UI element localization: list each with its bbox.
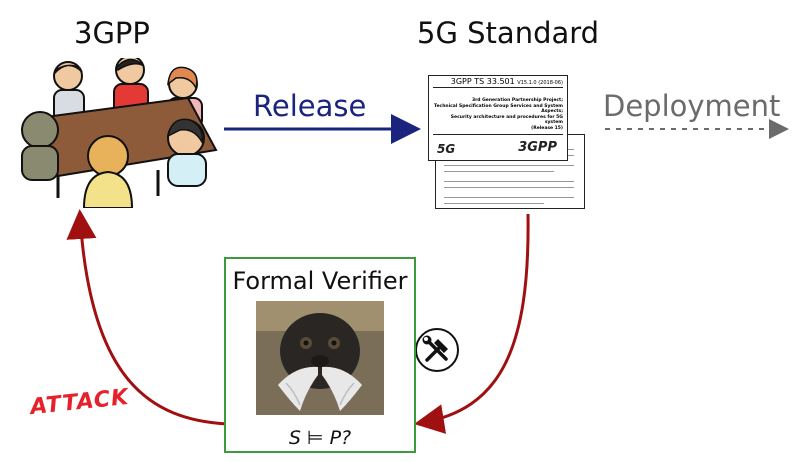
logo-5g: 5G — [437, 142, 456, 156]
spec-id: 3GPP TS 33.501 — [450, 77, 515, 86]
verifier-title: Formal Verifier — [232, 267, 408, 295]
people-meeting-icon — [21, 58, 218, 208]
spec-org: 3rd Generation Partnership Project; — [471, 98, 563, 103]
deployment-label: Deployment — [603, 89, 781, 123]
verification-formula: S ⊨ P? — [288, 427, 352, 449]
spec-title-line2: Security architecture and procedures for… — [450, 114, 563, 126]
group-title: 3GPP — [74, 16, 150, 50]
tools-icon — [415, 328, 459, 372]
spec-title-line1: Technical Specification Group Services a… — [434, 103, 563, 115]
release-label: Release — [253, 89, 367, 123]
formal-verifier-box: Formal Verifier S ⊨ P? — [224, 257, 416, 453]
monkey-photo — [256, 301, 384, 415]
spec-version: V15.1.0 (2018-06) — [517, 80, 563, 86]
standard-to-verifier-arrow — [414, 213, 530, 434]
standard-title: 5G Standard — [417, 16, 600, 50]
document-icon: 3GPP TS 33.501 V15.1.0 (2018-06) 3rd Gen… — [428, 75, 568, 161]
attack-arrow — [66, 209, 229, 426]
logo-3gpp: 3GPP — [518, 140, 557, 155]
spec-release: (Release 15) — [531, 125, 563, 131]
